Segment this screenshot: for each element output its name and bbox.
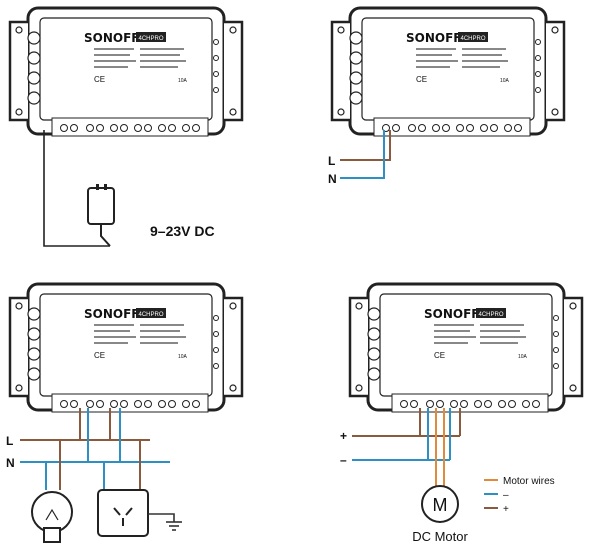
rated-current: 10A <box>500 78 510 84</box>
rated-current: 10A <box>178 78 188 84</box>
model-badge: 4CHPRO <box>138 312 163 318</box>
panel-load-wiring: SONOFF 4CHPRO CE 10A L N <box>6 282 244 543</box>
ce-mark: CE <box>416 75 427 84</box>
dc-motor-icon: M <box>421 485 459 523</box>
panel-dc-supply: SONOFF 4CHPRO CE 10A 9–23V DC <box>8 6 244 247</box>
ground-symbol-icon <box>148 513 182 531</box>
wire-legend: Motor wires – + <box>484 476 555 515</box>
device-brand: SONOFF <box>424 307 479 321</box>
plus-label: + <box>340 429 347 443</box>
rated-current: 10A <box>178 354 188 360</box>
motor-caption: DC Motor <box>412 529 468 544</box>
live-label: L <box>328 154 335 168</box>
device-brand: SONOFF <box>84 307 139 321</box>
model-badge-bg <box>136 308 166 318</box>
model-badge: 4CHPRO <box>478 312 503 318</box>
neutral-label: N <box>328 172 337 186</box>
legend-minus: – <box>503 490 509 501</box>
ce-mark: CE <box>94 75 105 84</box>
power-socket-icon <box>97 489 149 537</box>
motor-letter: M <box>433 495 448 515</box>
model-badge-bg <box>458 32 488 42</box>
live-wire <box>340 130 391 161</box>
ce-mark: CE <box>434 351 445 360</box>
dc-supply-wire <box>43 130 110 247</box>
panel-ac-supply: SONOFF 4CHPRO CE 10A L N <box>328 6 566 186</box>
legend-plus: + <box>503 504 509 515</box>
panel-dc-motor: SONOFF 4CHPRO CE 10A + – M DC Motor Moto… <box>340 282 584 544</box>
rated-current: 10A <box>518 354 528 360</box>
neutral-label: N <box>6 456 15 470</box>
model-badge-bg <box>476 308 506 318</box>
power-adapter-icon <box>87 184 115 247</box>
model-badge: 4CHPRO <box>460 36 485 42</box>
minus-label: – <box>340 453 347 467</box>
light-bulb-icon <box>31 491 73 543</box>
neutral-wire <box>340 130 385 179</box>
model-badge: 4CHPRO <box>138 36 163 42</box>
legend-motor-wires: Motor wires <box>503 476 555 487</box>
model-badge-bg <box>136 32 166 42</box>
live-label: L <box>6 434 13 448</box>
device-brand: SONOFF <box>84 31 139 45</box>
ce-mark: CE <box>94 351 105 360</box>
supply-voltage-label: 9–23V DC <box>150 223 215 239</box>
device-brand: SONOFF <box>406 31 461 45</box>
